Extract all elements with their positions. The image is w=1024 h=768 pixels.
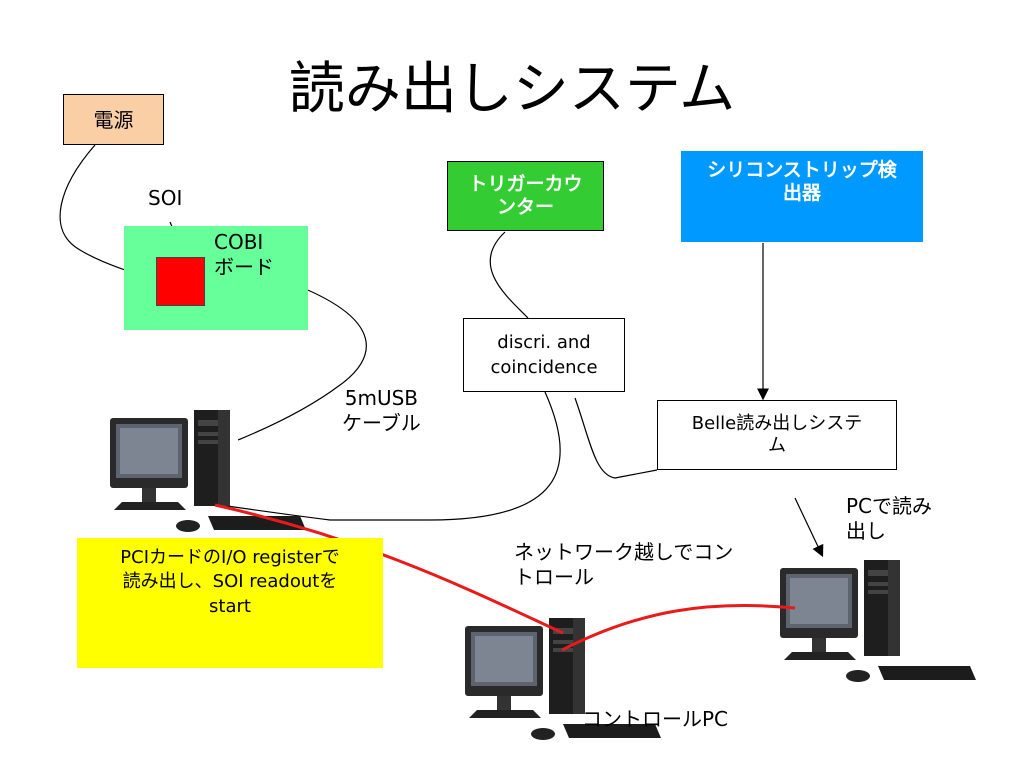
pci-note-box: PCIカードのI/O registerで 読み出し、SOI readoutを s… [77, 538, 383, 668]
discri-box: discri. and coincidence [463, 318, 625, 392]
trigger-counter-box: トリガーカウ ンター [447, 161, 604, 231]
trigger-counter-label: トリガーカウ ンター [468, 173, 583, 218]
readout-pc-right [780, 560, 976, 682]
control-pc-label: コントロールPC [582, 707, 729, 731]
power-label: 電源 [93, 107, 134, 132]
belle-readout-label: Belle読み出しシステ ム [691, 413, 863, 456]
silicon-detector-box: シリコンストリップ検 出器 [681, 151, 923, 242]
control-link-left [214, 503, 564, 635]
usb-cable-label: 5mUSB ケーブル [342, 386, 421, 435]
desktop-pc-icon [110, 410, 306, 532]
soi-label: SOI [148, 186, 183, 210]
power-to-cobi-line [59, 144, 126, 271]
pc-readout-label: PCで読み 出し [846, 494, 933, 543]
pc-readout-arrow [794, 497, 824, 558]
discri-to-belle-line [574, 397, 658, 479]
silicon-detector-label: シリコンストリップ検 出器 [707, 159, 897, 204]
discri-label: discri. and coincidence [490, 331, 598, 378]
readout-pc-left [110, 410, 306, 532]
power-box: 電源 [63, 94, 164, 145]
discri-to-pc-line [219, 391, 561, 521]
belle-readout-box: Belle読み出しシステ ム [657, 400, 897, 470]
trigger-to-discri-line [489, 231, 529, 319]
control-link-right [561, 603, 796, 652]
cobi-board-box [124, 226, 308, 330]
desktop-pc-icon [780, 560, 976, 682]
soi-chip [156, 257, 205, 306]
network-control-label: ネットワーク越しでコン トロール [514, 540, 734, 589]
pci-note-label: PCIカードのI/O registerで 読み出し、SOI readoutを s… [120, 547, 340, 617]
cobi-board-label: COBI ボード [214, 230, 274, 279]
page-title: 読み出しシステム [288, 57, 736, 122]
cobi-to-pc-usb-line [237, 281, 367, 441]
